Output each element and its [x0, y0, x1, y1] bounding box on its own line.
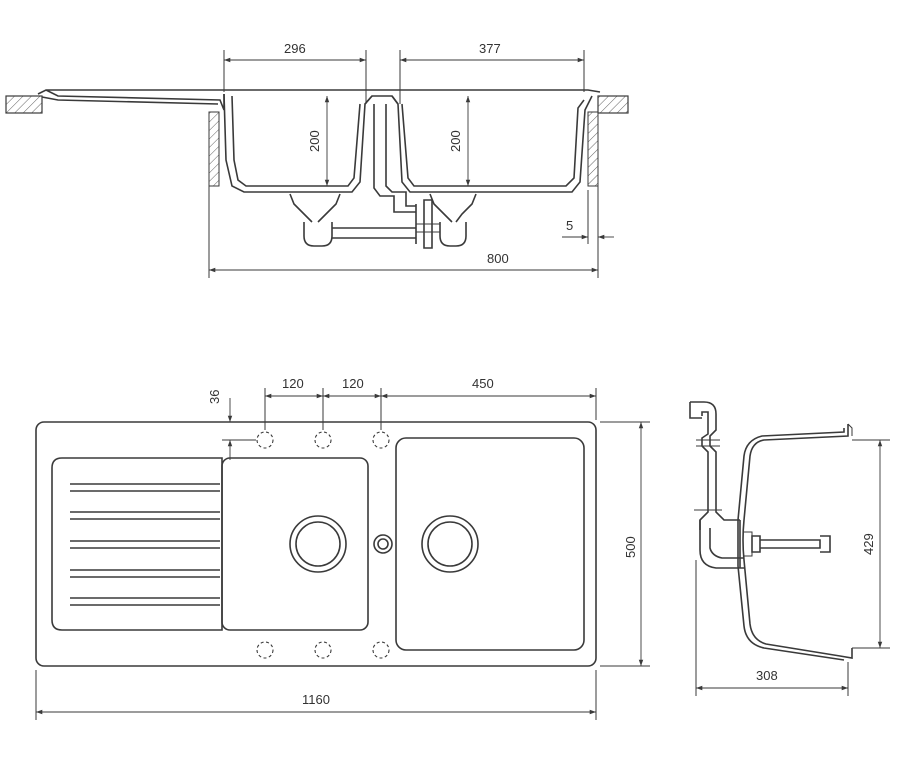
dim-depth-right-label: 200 — [448, 130, 463, 152]
dim-depth-left-label: 200 — [307, 130, 322, 152]
tap-hole-1 — [256, 431, 274, 449]
right-waste-fitting — [429, 193, 477, 247]
countertop-right — [597, 95, 629, 114]
tap-hole-5 — [314, 641, 332, 659]
dim-120a-label: 120 — [282, 376, 304, 391]
side-section-view: 429 308 — [689, 401, 890, 696]
side-trap — [699, 520, 744, 569]
center-divider — [364, 95, 399, 105]
dim-377-label: 377 — [479, 41, 501, 56]
large-bowl — [395, 437, 585, 651]
dim-36-label: 36 — [207, 390, 222, 404]
side-standpipe — [689, 401, 740, 530]
drainer-rim — [37, 89, 601, 111]
small-bowl-drain — [289, 515, 347, 573]
sink-outline — [35, 421, 597, 667]
side-bowl-profile — [737, 424, 853, 661]
dim-500-label: 500 — [623, 536, 638, 558]
drainer-grooves — [70, 483, 220, 606]
small-bowl — [221, 457, 369, 631]
side-outlet-pipe — [751, 535, 831, 553]
right-bowl-section — [391, 95, 593, 193]
left-waste-fitting — [289, 193, 341, 247]
tap-hole-6 — [372, 641, 390, 659]
cabinet-wall-left — [208, 111, 220, 187]
tap-hole-3 — [372, 431, 390, 449]
dim-450-label: 450 — [472, 376, 494, 391]
siphon-pipes — [332, 104, 433, 249]
left-bowl-section — [223, 93, 373, 193]
tap-hole-4 — [256, 641, 274, 659]
drainer-area — [51, 457, 223, 631]
front-section-view: 296 377 200 200 800 5 — [5, 41, 629, 278]
large-bowl-drain — [421, 515, 479, 573]
dim-1160-label: 1160 — [302, 692, 330, 707]
top-plan-view: 36 120 120 450 500 1160 — [35, 376, 650, 720]
dim-120b-label: 120 — [342, 376, 364, 391]
siphon-outlet — [416, 223, 440, 233]
cabinet-wall-right — [587, 111, 599, 187]
dim-296-label: 296 — [284, 41, 306, 56]
dim-5-label: 5 — [566, 218, 573, 233]
overflow-hole — [373, 534, 393, 554]
countertop-left — [5, 95, 43, 114]
dim-429-label: 429 — [861, 533, 876, 555]
dim-800-label: 800 — [487, 251, 509, 266]
tap-hole-2 — [314, 431, 332, 449]
dim-308-label: 308 — [756, 668, 778, 683]
